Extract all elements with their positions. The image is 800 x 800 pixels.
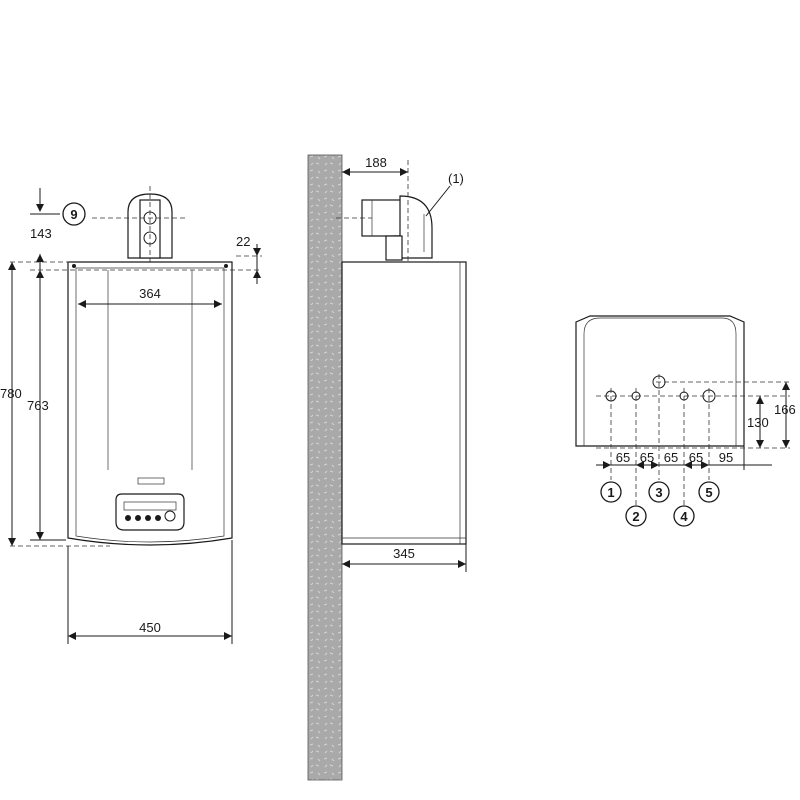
dim-188: 188 bbox=[342, 155, 408, 176]
callout-conn-4: 4 bbox=[673, 505, 695, 527]
dim-143: 143 bbox=[30, 188, 60, 276]
callout-conn-3-label: 3 bbox=[655, 485, 662, 500]
control-panel bbox=[115, 493, 185, 531]
side-casing bbox=[341, 261, 467, 545]
callout-conn-2-label: 2 bbox=[632, 509, 639, 524]
flue-outlet bbox=[92, 186, 186, 262]
dim-364: 364 bbox=[78, 286, 222, 308]
spacing-label-3: 65 bbox=[664, 450, 678, 465]
dim-780: 780 bbox=[0, 262, 22, 546]
dim-763: 763 bbox=[27, 270, 66, 541]
dim-label-143: 143 bbox=[30, 226, 52, 241]
callout-conn-1-label: 1 bbox=[607, 485, 614, 500]
dim-450: 450 bbox=[67, 540, 233, 644]
callout-conn-4-label: 4 bbox=[680, 509, 688, 524]
dim-130: 130 bbox=[747, 396, 769, 448]
spacing-label-2: 65 bbox=[640, 450, 654, 465]
dim-label-188: 188 bbox=[365, 155, 387, 170]
dim-label-345: 345 bbox=[393, 546, 415, 561]
spacing-label-1: 65 bbox=[616, 450, 630, 465]
side-view: 188 (1) 345 bbox=[307, 154, 467, 781]
callout-conn-3: 3 bbox=[648, 481, 670, 503]
callout-9: 9 bbox=[62, 202, 86, 226]
dim-166: 166 bbox=[774, 382, 796, 448]
brand-plate bbox=[137, 477, 165, 485]
dim-label-364: 364 bbox=[139, 286, 161, 301]
callout-9-label: 9 bbox=[70, 207, 77, 222]
dim-label-450: 450 bbox=[139, 620, 161, 635]
dim-22: 22 bbox=[236, 234, 261, 284]
callout-conn-5-label: 5 bbox=[705, 485, 712, 500]
front-view: 143 9 22 364 780 bbox=[0, 186, 262, 644]
dim-label-763: 763 bbox=[27, 398, 49, 413]
dim-label-22: 22 bbox=[236, 234, 250, 249]
front-casing bbox=[67, 261, 233, 546]
dim-label-166: 166 bbox=[774, 402, 796, 417]
callout-conn-2: 2 bbox=[625, 505, 647, 527]
wall bbox=[307, 154, 343, 781]
callout-conn-1: 1 bbox=[600, 481, 622, 503]
callout-conn-5: 5 bbox=[698, 481, 720, 503]
bottom-view: 65 65 65 65 95 166 130 1 2 3 bbox=[575, 315, 796, 527]
dim-label-780: 780 bbox=[0, 386, 22, 401]
callout-1-label: (1) bbox=[448, 171, 464, 186]
bottom-casing bbox=[575, 315, 745, 447]
spacing-label-5: 95 bbox=[719, 450, 733, 465]
spacing-label-4: 65 bbox=[689, 450, 703, 465]
dim-label-130: 130 bbox=[747, 415, 769, 430]
callout-1: (1) bbox=[425, 171, 464, 217]
flue-elbow bbox=[361, 195, 433, 261]
dim-345: 345 bbox=[342, 544, 467, 572]
